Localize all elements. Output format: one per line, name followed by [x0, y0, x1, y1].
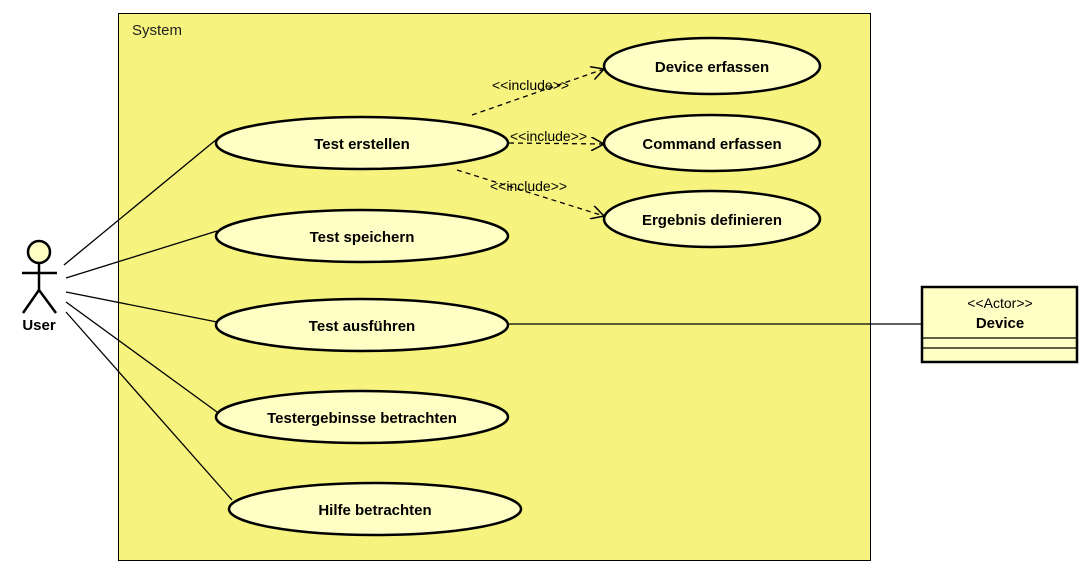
- include-dependencies: [456, 69, 604, 216]
- assoc-user-testergebnisse: [65, 301, 218, 413]
- associations: [63, 138, 922, 501]
- actor-device-class[interactable]: [920, 285, 1079, 364]
- assoc-user-hilfe: [65, 311, 233, 501]
- use-case-test-ausfuehren[interactable]: Test ausführen: [214, 297, 510, 353]
- actor-user[interactable]: [21, 239, 58, 314]
- use-case-label: Test ausführen: [309, 318, 415, 335]
- use-case-device-erfassen[interactable]: Device erfassen: [602, 36, 822, 96]
- assoc-user-test-erstellen: [63, 138, 218, 266]
- use-case-hilfe-betrachten[interactable]: Hilfe betrachten: [227, 481, 523, 537]
- assoc-user-test-ausfuehren: [65, 291, 218, 323]
- device-stereotype: <<Actor>>: [967, 295, 1032, 311]
- include-label-ergebnis: <<include>>: [490, 178, 567, 194]
- include-label-device: <<include>>: [492, 77, 569, 93]
- assoc-user-test-speichern: [65, 230, 218, 279]
- use-case-label: Test erstellen: [314, 136, 410, 153]
- actor-user-label: User: [22, 317, 56, 334]
- include-label-command: <<include>>: [510, 128, 587, 144]
- use-case-test-erstellen[interactable]: Test erstellen: [214, 115, 510, 171]
- actor-head-icon: [26, 239, 52, 265]
- use-case-test-speichern[interactable]: Test speichern: [214, 208, 510, 264]
- use-case-label: Hilfe betrachten: [318, 502, 431, 519]
- use-case-label: Ergebnis definieren: [642, 212, 782, 229]
- use-case-ergebnis-definieren[interactable]: Ergebnis definieren: [602, 189, 822, 249]
- system-label: System: [132, 22, 182, 39]
- use-case-command-erfassen[interactable]: Command erfassen: [602, 113, 822, 173]
- device-name: Device: [976, 315, 1024, 332]
- use-case-label: Testergebinsse betrachten: [267, 410, 457, 427]
- include-arrow-ergebnis-definieren: [456, 169, 604, 216]
- include-arrow-command-erfassen: [508, 143, 604, 144]
- system-boundary[interactable]: [118, 13, 871, 561]
- use-case-label: Device erfassen: [655, 59, 769, 76]
- use-case-testergebnisse-betrachten[interactable]: Testergebinsse betrachten: [214, 389, 510, 445]
- use-case-label: Test speichern: [310, 229, 415, 246]
- use-case-label: Command erfassen: [642, 136, 781, 153]
